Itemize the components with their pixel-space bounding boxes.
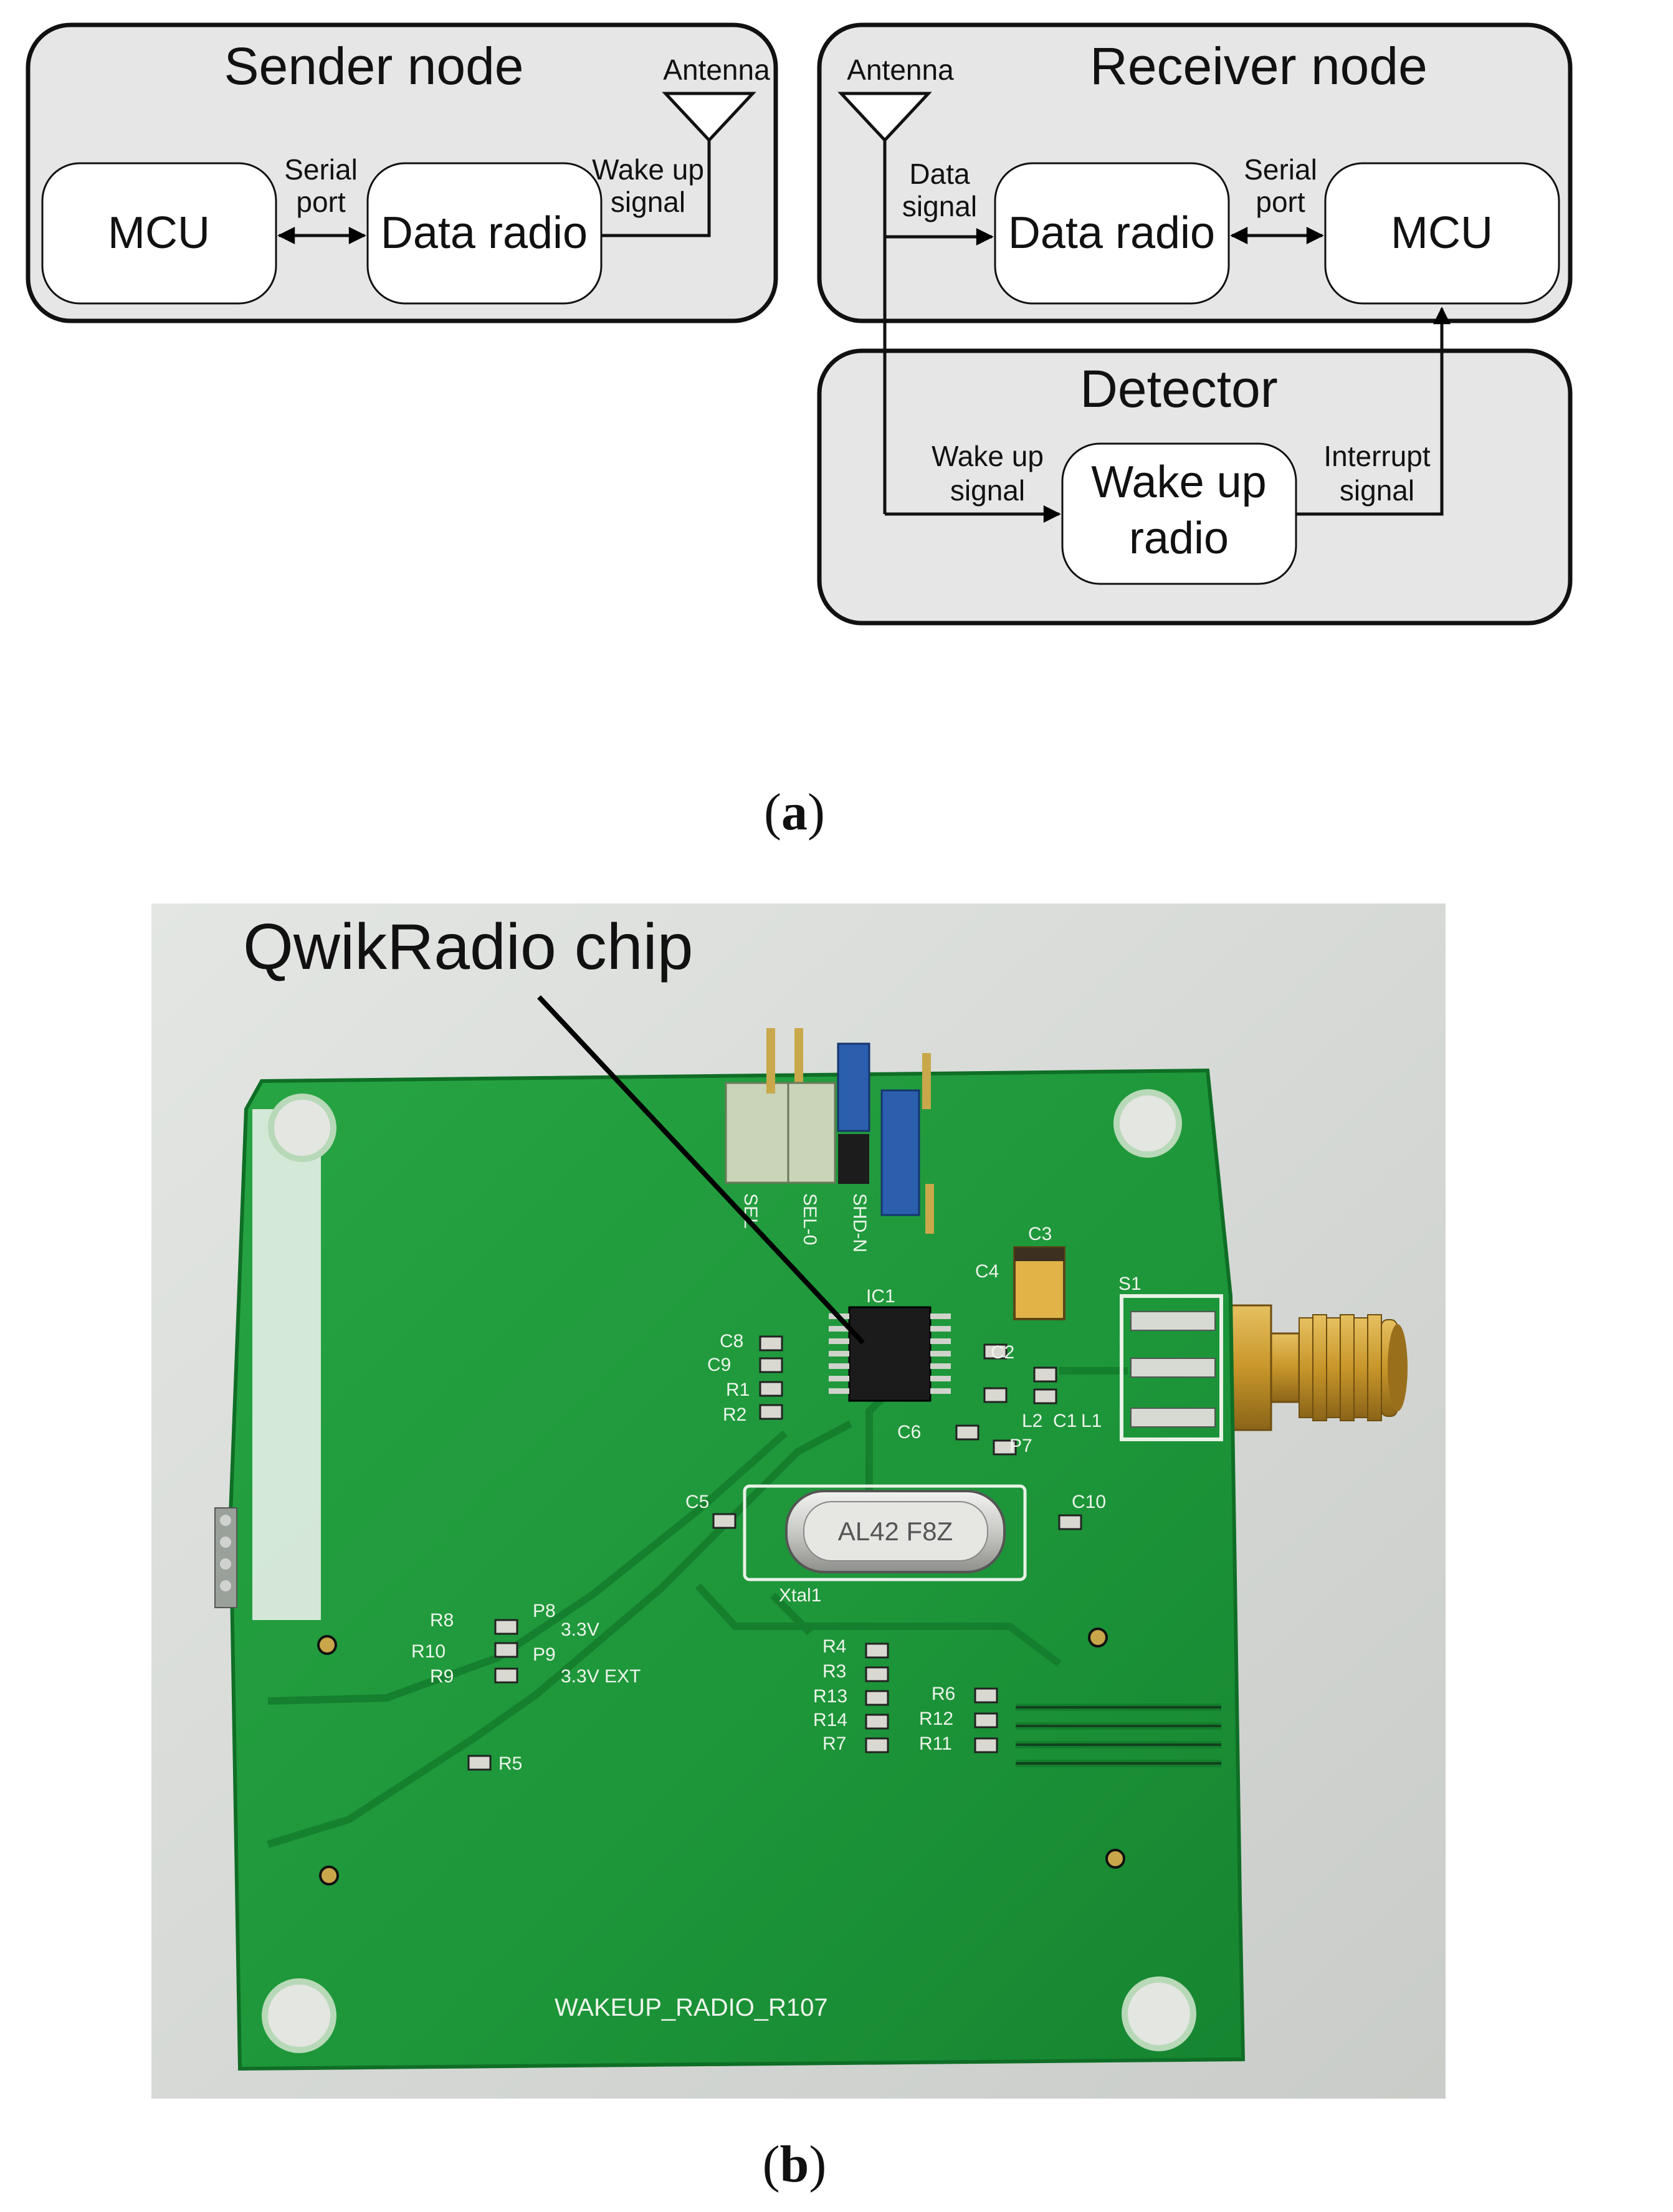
receiver-antenna-label: Antenna — [847, 54, 954, 86]
sender-wake-line — [601, 140, 711, 237]
sender-wake-label-2: signal — [611, 186, 685, 218]
sender-serial-label-1: Serial — [284, 153, 358, 186]
wake-up-radio-label-2: radio — [1129, 513, 1229, 563]
receiver-data-radio-label: Data radio — [1008, 208, 1215, 258]
silk-r6: R6 — [932, 1684, 955, 1704]
qwikradio-callout-line — [537, 995, 865, 1345]
panel-b-photo: AL42 F8Z Xtal1 IC1 S1 WAKEUP_RADIO_R107 … — [151, 903, 1446, 2099]
interrupt-label-1: Interrupt — [1323, 440, 1431, 472]
crystal-marking: AL42 F8Z — [838, 1517, 953, 1546]
silk-c2: C2 — [991, 1342, 1014, 1363]
silk-r2: R2 — [723, 1404, 746, 1425]
silk-c10: C10 — [1072, 1492, 1106, 1512]
receiver-node-title: Receiver node — [1090, 37, 1428, 95]
ic-silk-label: IC1 — [866, 1286, 895, 1307]
sender-node-title: Sender node — [224, 37, 523, 95]
detector-node: Detector Wake up radio Wake up signal In… — [817, 348, 1573, 626]
silk-r13: R13 — [813, 1686, 847, 1707]
sma-connector — [1220, 1304, 1408, 1431]
interrupt-label-2: signal — [1340, 474, 1414, 507]
detector-title: Detector — [1080, 360, 1277, 418]
panel-b-caption-letter: b — [779, 2135, 809, 2193]
receiver-serial-label-2: port — [1256, 186, 1305, 218]
crystal-silk-label: Xtal1 — [779, 1585, 821, 1606]
silk-c5: C5 — [685, 1492, 709, 1512]
detector-wake-label-2: signal — [950, 474, 1025, 507]
receiver-node: Receiver node Antenna Data signal Data r… — [817, 22, 1573, 323]
sender-data-radio-block — [366, 162, 603, 305]
panel-a-caption: (a) — [764, 783, 825, 841]
board-silk-label: WAKEUP_RADIO_R107 — [555, 1994, 828, 2021]
crystal-oscillator: AL42 F8Z — [743, 1484, 1027, 1581]
silk-p7: P7 — [1009, 1436, 1032, 1456]
silk-c8: C8 — [720, 1331, 743, 1352]
jumper-headers — [725, 1028, 934, 1234]
connector-silk-label: S1 — [1118, 1274, 1142, 1294]
silk-r7: R7 — [822, 1733, 846, 1754]
silk-r14: R14 — [813, 1710, 847, 1730]
pcb-board: AL42 F8Z Xtal1 IC1 S1 WAKEUP_RADIO_R107 … — [214, 1028, 1246, 2071]
silk-r10: R10 — [411, 1641, 446, 1662]
receiver-data-signal-label-2: signal — [902, 190, 977, 222]
silk-c9: C9 — [707, 1355, 731, 1375]
silk-p9: P9 — [533, 1644, 556, 1665]
silk-voltage-3v3: 3.3V — [561, 1619, 599, 1640]
silk-voltage-3v3-ext: 3.3V EXT — [561, 1666, 641, 1687]
silk-r5: R5 — [498, 1753, 522, 1774]
sender-serial-label-2: port — [296, 186, 345, 218]
header-label-shd-n: SHD-N — [849, 1193, 870, 1252]
wake-up-radio-label-1: Wake up — [1091, 457, 1266, 507]
silk-l1: L1 — [1081, 1411, 1102, 1431]
silk-r12: R12 — [919, 1709, 953, 1729]
interrupt-signal-arrow — [1296, 307, 1451, 516]
silk-c3: C3 — [1028, 1224, 1052, 1244]
silk-r3: R3 — [822, 1661, 846, 1682]
silk-r4: R4 — [822, 1636, 846, 1657]
silk-l2: L2 — [1022, 1411, 1042, 1431]
panel-b-caption: (b) — [762, 2135, 827, 2193]
sender-antenna-label: Antenna — [663, 54, 770, 86]
qwikradio-callout-label: QwikRadio chip — [243, 911, 694, 983]
silk-r11: R11 — [919, 1733, 952, 1754]
receiver-data-radio-block — [994, 162, 1230, 305]
receiver-mcu-label: MCU — [1391, 208, 1493, 258]
panel-a-caption-letter: a — [781, 783, 808, 841]
sender-node: Sender node Antenna MCU Data radio Seria… — [26, 22, 778, 323]
panel-a-diagram: Sender node Antenna MCU Data radio Seria… — [26, 22, 1573, 626]
receiver-connections — [883, 140, 1451, 523]
silk-p8: P8 — [533, 1601, 556, 1621]
sender-data-radio-label: Data radio — [381, 208, 588, 258]
silk-c6: C6 — [897, 1422, 921, 1442]
sender-mcu-block — [41, 162, 277, 305]
silk-c1: C1 — [1053, 1411, 1077, 1431]
sender-wake-label-1: Wake up — [592, 153, 704, 186]
sender-mcu-label: MCU — [108, 208, 210, 258]
receiver-data-signal-label-1: Data — [909, 158, 970, 190]
header-label-sel-0: SEL-0 — [799, 1193, 820, 1245]
silk-r1: R1 — [726, 1380, 750, 1400]
receiver-antenna-icon — [837, 92, 932, 143]
qwikradio-chip — [829, 1306, 951, 1402]
silk-r9: R9 — [430, 1666, 454, 1687]
silk-c4: C4 — [975, 1261, 999, 1282]
receiver-mcu-block — [1324, 162, 1560, 305]
sender-antenna-icon — [662, 92, 756, 143]
silk-r8: R8 — [430, 1610, 454, 1631]
detector-wake-label-1: Wake up — [932, 440, 1044, 472]
receiver-serial-label-1: Serial — [1244, 153, 1317, 186]
